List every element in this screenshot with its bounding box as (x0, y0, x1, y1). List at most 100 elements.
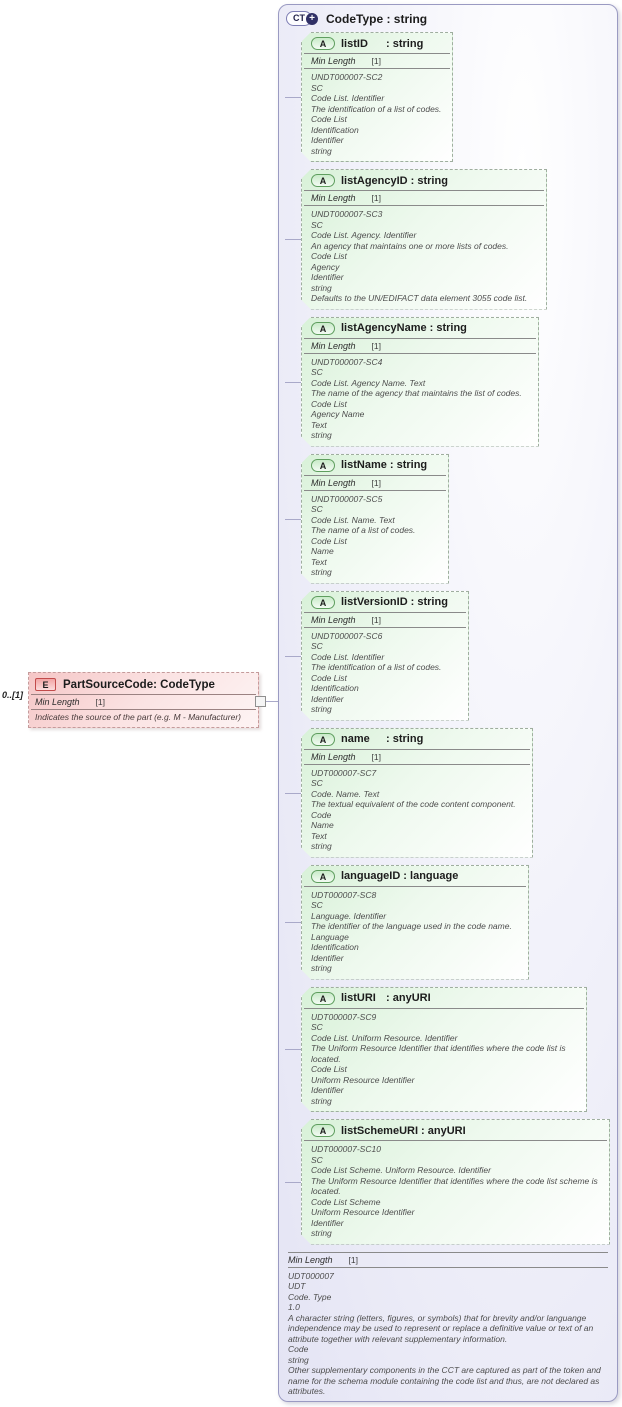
attribute-listVersionID: A listVersionID string Min Length[1] UND… (285, 591, 469, 721)
attribute-type: language (403, 870, 458, 882)
facet-row: Min Length [1] (29, 695, 258, 709)
attribute-listName: A listName string Min Length[1] UNDT0000… (285, 454, 449, 584)
facet-value: [1] (371, 56, 381, 66)
facet-value: [1] (95, 697, 105, 707)
attribute-icon: A (311, 992, 335, 1005)
divider (304, 353, 536, 354)
divider (304, 53, 450, 54)
complextype-header: CT + CodeTypestring (279, 5, 617, 28)
attribute-type: string (411, 596, 448, 608)
divider (288, 1266, 608, 1268)
attribute-name: listURI (341, 992, 376, 1004)
facet-row: Min Length [1] (286, 1253, 610, 1267)
element-annotation: Indicates the source of the part (e.g. M… (35, 712, 241, 722)
attribute-header: A listURI anyURI (302, 988, 586, 1008)
divider (304, 1008, 584, 1009)
attribute-listAgencyName: A listAgencyName string Min Length[1] UN… (285, 317, 539, 447)
attribute-listID: A listID string Min Length [1] UNDT000007… (285, 32, 453, 162)
attribute-name: languageID (341, 870, 401, 882)
expand-icon[interactable]: + (306, 12, 318, 25)
element-header: E PartSourceCode CodeType (29, 673, 258, 694)
attribute-header: A listName string (302, 455, 448, 475)
attribute-name: A name string Min Length [1] UDT000007-SC… (285, 728, 533, 858)
attribute-header: A listID string (302, 33, 452, 53)
attribute-name: listName (341, 459, 387, 471)
complextype-box-codetype: CT + CodeTypestring A listID string Min … (278, 4, 618, 1402)
divider (304, 627, 466, 628)
facet-label: Min Length (311, 751, 356, 762)
attribute-listURI: A listURI anyURI UDT000007-SC9 SC Code L… (285, 987, 587, 1113)
element-cardinality: 0..[1] (2, 690, 24, 700)
collapse-handle[interactable] (255, 696, 266, 707)
attribute-icon: A (311, 459, 335, 472)
divider (304, 886, 526, 887)
facet-row: Min Length[1] (302, 613, 468, 627)
divider (31, 694, 256, 695)
attribute-type: string (390, 459, 427, 471)
facet-row: Min Length [1] (302, 54, 452, 68)
attribute-header: A listAgencyName string (302, 318, 538, 338)
facet-label: Min Length (311, 56, 356, 66)
attribute-icon: A (311, 37, 335, 50)
attribute-listSchemeURI: A listSchemeURI anyURI UDT000007-SC10 SC… (285, 1119, 610, 1245)
facet-value: [1] (348, 1254, 358, 1265)
attribute-annotation: UNDT000007-SC4 SC Code List. Agency Name… (311, 356, 522, 440)
attribute-icon: A (311, 1124, 335, 1137)
attribute-name: listAgencyID (341, 174, 408, 187)
connector-line (266, 701, 286, 702)
attribute-name: listVersionID (341, 596, 408, 608)
element-box-partsourcecode: E PartSourceCode CodeType Min Length[1] … (28, 672, 259, 728)
facet-label: Min Length (35, 697, 80, 707)
facet-label: Min Length (311, 193, 356, 203)
facet-value: [1] (371, 193, 381, 203)
facet-value: [1] (371, 477, 381, 488)
divider (304, 1140, 607, 1141)
complextype-annotation: UDT000007 UDT Code. Type 1.0 A character… (288, 1270, 601, 1397)
complextype-icon: CT (286, 11, 312, 26)
attributes-list: A listID string Min Length [1] UNDT000007… (279, 28, 617, 1245)
divider (31, 709, 256, 710)
divider (304, 68, 450, 69)
divider (288, 1251, 608, 1253)
facet-value: [1] (371, 340, 381, 351)
attribute-annotation: UNDT000007-SC3 SC Code List. Agency. Ide… (311, 209, 528, 303)
facet-row: Min Length[1] (302, 339, 538, 353)
attribute-icon: A (311, 596, 335, 609)
attribute-annotation: UDT000007-SC7 SC Code. Name. Text The te… (311, 767, 516, 851)
attribute-icon: A (311, 870, 335, 883)
divider (304, 764, 530, 765)
facet-value: [1] (371, 751, 381, 762)
facet-label: Min Length (288, 1254, 333, 1265)
attribute-annotation: UDT000007-SC8 SC Language. Identifier Th… (311, 889, 512, 973)
divider (304, 749, 530, 750)
divider (304, 612, 466, 613)
attribute-type: anyURI (386, 992, 431, 1004)
attribute-annotation: UNDT000007-SC2 SC Code List. Identifier … (311, 72, 442, 156)
divider (304, 490, 446, 491)
element-icon: E (35, 678, 56, 691)
attribute-name: listSchemeURI (341, 1124, 419, 1137)
facet-row: Min Length[1] (302, 476, 448, 490)
attribute-listAgencyID: A listAgencyID string Min Length[1] UNDT… (285, 169, 547, 310)
divider (304, 190, 544, 191)
complextype-badge[interactable]: CT + (286, 11, 318, 26)
attribute-icon: A (311, 322, 335, 335)
attribute-name: listID (341, 37, 368, 50)
attribute-annotation: UDT000007-SC10 SC Code List Scheme. Unif… (311, 1144, 598, 1238)
facet-row: Min Length [1] (302, 750, 532, 764)
element-type: CodeType (153, 679, 215, 691)
facet-row: Min Length [1] (302, 191, 546, 205)
attribute-name: listAgencyName (341, 322, 427, 334)
attribute-header: A listVersionID string (302, 592, 468, 612)
attribute-type: string (386, 38, 423, 50)
attribute-annotation: UNDT000007-SC5 SC Code List. Name. Text … (311, 493, 416, 577)
attribute-header: A name string (302, 729, 532, 749)
attribute-name: name (341, 733, 370, 745)
attribute-icon: A (311, 733, 335, 746)
complextype-details: Min Length [1] UDT000007 UDT Code. Type 1… (286, 1251, 610, 1402)
attribute-icon: A (311, 174, 335, 187)
attribute-type: anyURI (421, 1125, 466, 1137)
attribute-languageID: A languageID language UDT000007-SC8 SC L… (285, 865, 529, 980)
complextype-basetype: string (383, 12, 427, 26)
element-name: PartSourceCode (63, 678, 154, 691)
